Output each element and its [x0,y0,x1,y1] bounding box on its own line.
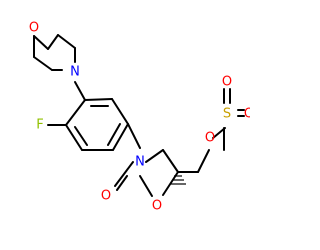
atom-carbonyl-o: O [101,189,111,204]
bond-aryl-n [127,123,141,149]
bond-n-aryl [74,81,86,101]
atom-oxazolidinone-n: N [135,155,145,170]
bond-carbonyl [116,175,128,191]
atom-ring-o: O [152,199,162,214]
atom-morpholine-n: N [70,65,80,80]
oxazolidinone-ring [114,149,179,197]
atom-sulfonyl-o-right: O [244,107,250,122]
atom-sulfur: S [223,107,231,122]
fluorophenyl-ring [65,98,129,151]
atom-fluorine: F [36,118,43,133]
morpholine-ring [33,34,76,71]
structure-diagram: O N F N O O O S O O [29,21,250,214]
atom-ester-o: O [205,131,215,146]
atom-sulfonyl-o-top: O [222,75,232,90]
molecule-svg: O N F N O O O S O O [29,21,250,214]
atom-morpholine-o: O [29,21,39,36]
bond-ch2-o [197,149,210,173]
stereo-hash-wedge [170,175,186,185]
